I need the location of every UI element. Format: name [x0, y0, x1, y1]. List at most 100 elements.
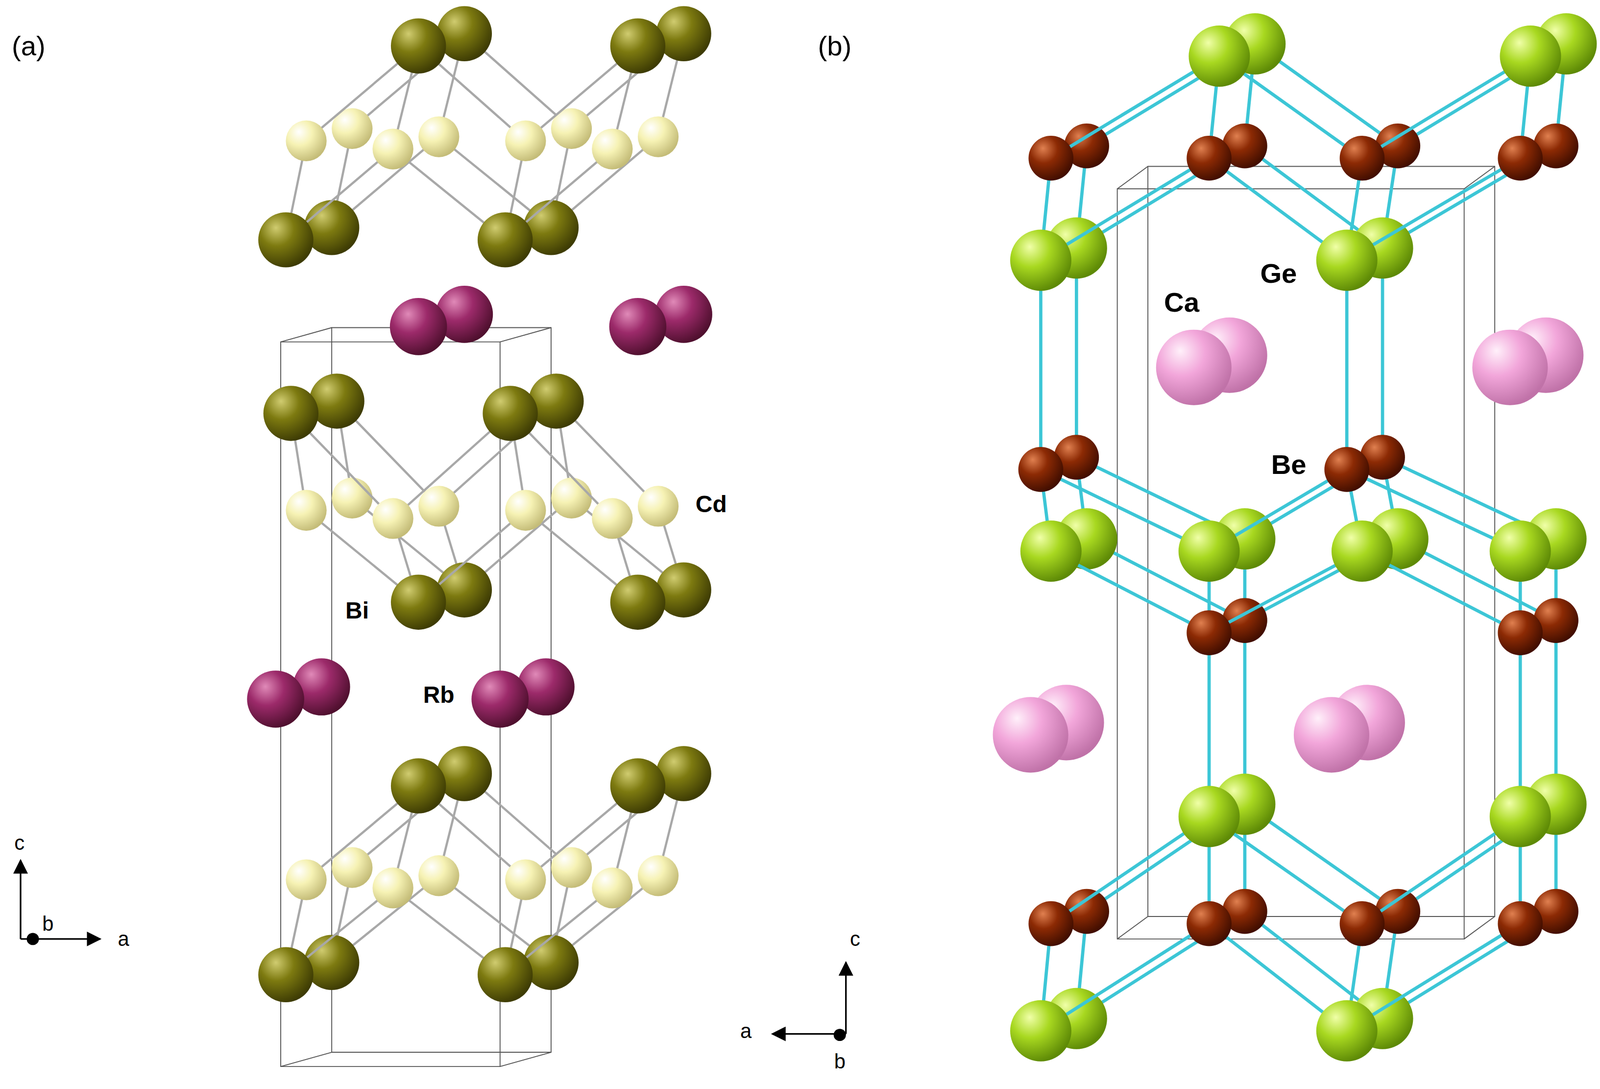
atom [1028, 135, 1074, 181]
axis-dot [26, 932, 39, 945]
atom [1489, 520, 1552, 582]
atom [477, 946, 533, 1002]
atom [1186, 135, 1232, 181]
atom [263, 385, 319, 441]
atom [1500, 25, 1562, 87]
atom [418, 854, 460, 896]
atom [591, 128, 633, 170]
unit-cell [1464, 916, 1495, 939]
atom [1497, 135, 1543, 181]
atom [1186, 900, 1232, 946]
atom [1324, 446, 1370, 492]
atom [331, 477, 373, 519]
atom [637, 116, 679, 157]
atom [372, 128, 413, 170]
atom [1186, 609, 1232, 655]
atom-label: Rb [423, 683, 455, 707]
unit-cell [500, 327, 552, 342]
axis-arrow [19, 860, 22, 939]
atom [1156, 329, 1232, 406]
atom [372, 867, 413, 908]
atom [1010, 999, 1072, 1062]
atom [505, 489, 546, 531]
atom [1489, 785, 1552, 848]
atom [477, 212, 533, 267]
axis-arrow [845, 962, 847, 1034]
bond [1074, 247, 1079, 458]
unit-cell [280, 327, 332, 342]
atom [285, 120, 327, 162]
atom [591, 867, 633, 908]
unit-cell [1117, 916, 1148, 939]
atom [1339, 135, 1385, 181]
atom [1339, 900, 1385, 946]
atom [609, 297, 667, 356]
axis-label: c [14, 832, 25, 854]
atom [505, 120, 546, 162]
panel-b [993, 13, 1598, 1062]
atom-label: Cd [695, 492, 728, 516]
bond [1039, 260, 1043, 470]
unit-cell [1117, 166, 1148, 189]
atom [637, 854, 679, 896]
atom [1018, 446, 1064, 492]
atom [1020, 520, 1082, 582]
atom-label: Be [1271, 450, 1307, 479]
atom-label: Ca [1163, 288, 1200, 316]
atom [505, 858, 546, 900]
unit-cell [1147, 166, 1495, 917]
atom [1010, 229, 1072, 291]
atom [390, 757, 446, 813]
panel-letter: (b) [817, 32, 852, 60]
atom [390, 18, 446, 73]
atom [1497, 900, 1543, 946]
atom [1293, 696, 1370, 773]
atom-label: Bi [345, 598, 369, 623]
axis-label: b [42, 913, 54, 934]
atom [418, 116, 460, 157]
axis-label: a [117, 928, 129, 949]
atom [610, 574, 666, 630]
atom [246, 670, 305, 728]
atom [1178, 785, 1240, 848]
atom [418, 485, 460, 527]
atom [993, 696, 1069, 773]
atom [482, 385, 538, 441]
atom [1472, 329, 1548, 406]
atom [285, 489, 327, 531]
atom [389, 297, 448, 356]
atom [1331, 520, 1393, 582]
atom [285, 858, 327, 900]
atom [591, 497, 633, 539]
bond [1345, 260, 1349, 470]
atom [637, 485, 679, 527]
panel-a [246, 5, 713, 1067]
atom [1028, 900, 1074, 946]
atom [1316, 999, 1378, 1062]
unit-cell [280, 1051, 332, 1067]
atom [610, 757, 666, 813]
atom [1178, 520, 1240, 582]
atom [372, 497, 413, 539]
axis-label: b [834, 1050, 846, 1072]
panel-letter: (a) [11, 32, 46, 60]
atom [1497, 609, 1543, 655]
atom [258, 212, 314, 267]
atom [471, 670, 529, 728]
atom [610, 18, 666, 73]
unit-cell [1117, 188, 1465, 939]
atom [551, 477, 592, 519]
atom [390, 574, 446, 630]
axis-label: a [740, 1020, 752, 1042]
atom [1188, 25, 1250, 87]
atom [1316, 229, 1378, 291]
axis-label: c [849, 928, 861, 949]
atom [258, 946, 314, 1002]
unit-cell [331, 327, 552, 1052]
axis-dot [833, 1028, 847, 1041]
atom-label: Ge [1260, 259, 1297, 288]
bond [1381, 247, 1385, 458]
unit-cell [500, 1051, 552, 1067]
